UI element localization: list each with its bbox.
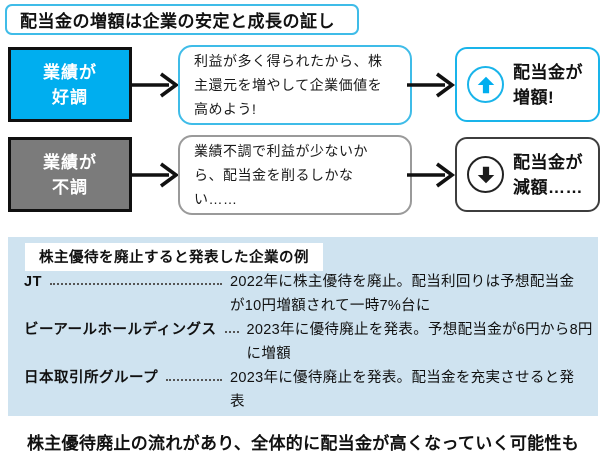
examples-list: JT 2022年に株主優待を廃止。配当利回りは予想配当金が10円増額されて一時7…	[24, 270, 592, 414]
company-description: 2022年に株主優待を廃止。配当利回りは予想配当金が10円増額されて一時7%台に	[230, 274, 575, 314]
company-name: JT	[24, 274, 42, 290]
result-increase-line1: 配当金が	[513, 62, 583, 82]
result-increase-label: 配当金が 増額!	[513, 60, 583, 110]
condition-good-line2: 好調	[52, 87, 88, 107]
dotted-leader	[49, 270, 222, 285]
result-box-increase: 配当金が 増額!	[455, 47, 600, 122]
speech-bubble-bad-text: 業績不調で利益が少ないから、配当金を削るしかない……	[194, 143, 368, 207]
condition-box-bad: 業績が 不調	[8, 137, 132, 212]
condition-good-line1: 業績が	[43, 62, 97, 82]
examples-panel-header: 株主優待を廃止すると発表した企業の例	[25, 243, 323, 271]
arrow-right-icon	[131, 72, 180, 98]
result-box-decrease: 配当金が 減額……	[455, 137, 600, 212]
examples-panel: 株主優待を廃止すると発表した企業の例 JT 2022年に株主優待を廃止。配当利回…	[8, 237, 598, 416]
company-description: 2023年に優待廃止を発表。予想配当金が6円から8円に増額	[246, 322, 593, 362]
result-decrease-label: 配当金が 減額……	[513, 150, 583, 200]
company-description: 2023年に優待廃止を発表。配当金を充実させると発表	[230, 370, 575, 410]
condition-box-good: 業績が 好調	[8, 47, 132, 122]
condition-bad-line1: 業績が	[43, 152, 97, 172]
speech-bubble-good: 利益が多く得られたから、株主還元を増やして企業価値を高めよう!	[178, 45, 412, 125]
list-item: 日本取引所グループ 2023年に優待廃止を発表。配当金を充実させると発表	[24, 366, 588, 414]
result-decrease-line2: 減額……	[513, 177, 583, 197]
list-item: JT 2022年に株主優待を廃止。配当利回りは予想配当金が10円増額されて一時7…	[24, 270, 588, 318]
up-arrow-icon	[467, 66, 504, 103]
down-arrow-icon	[467, 156, 504, 193]
speech-bubble-good-text: 利益が多く得られたから、株主還元を増やして企業価値を高めよう!	[194, 53, 383, 117]
result-decrease-line1: 配当金が	[513, 152, 583, 172]
list-item: ビーアールホールディングス 2023年に優待廃止を発表。予想配当金が6円から8円…	[24, 318, 592, 366]
company-name: ビーアールホールディングス	[24, 322, 217, 338]
speech-bubble-bad: 業績不調で利益が少ないから、配当金を削るしかない……	[178, 135, 412, 215]
conclusion-text: 株主優待廃止の流れがあり、全体的に配当金が高くなっていく可能性も	[26, 434, 580, 453]
dotted-leader	[166, 366, 222, 381]
company-name: 日本取引所グループ	[24, 370, 159, 386]
condition-bad-line2: 不調	[52, 177, 88, 197]
arrow-right-icon	[407, 72, 456, 98]
arrow-right-icon	[131, 162, 180, 188]
arrow-right-icon	[407, 162, 456, 188]
dotted-leader	[224, 318, 239, 333]
page-title: 配当金の増額は企業の安定と成長の証し	[5, 4, 359, 35]
result-increase-line2: 増額!	[513, 87, 555, 107]
